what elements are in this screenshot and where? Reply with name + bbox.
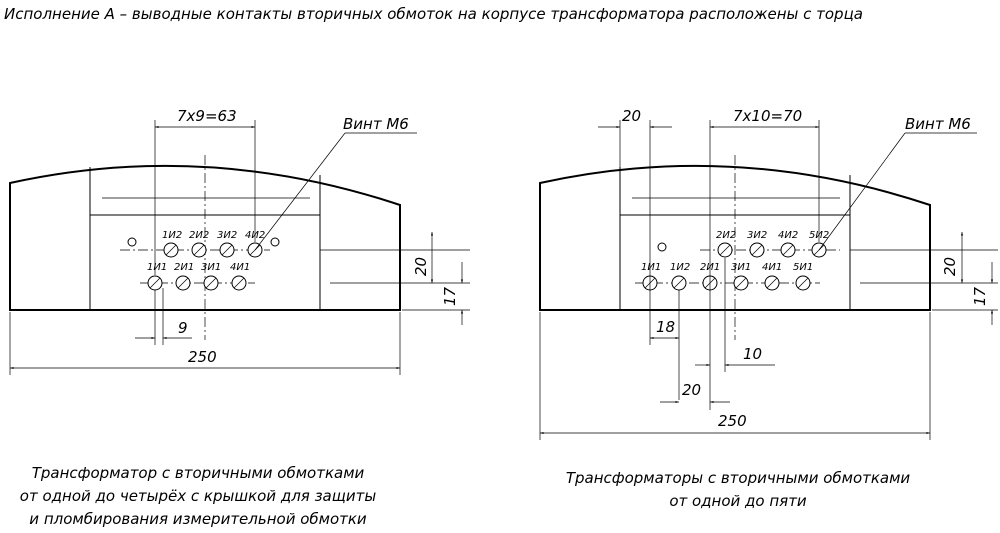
left-terminal-top-1: 1И2 — [162, 230, 182, 258]
right-terminal-bottom-4: 3И1 — [731, 262, 751, 291]
right-terminal-top-1: 2И2 — [716, 230, 736, 258]
svg-text:1И1: 1И1 — [147, 262, 167, 273]
left-view: 1И2 2И2 3И2 4И2 1И1 2И1 3И1 4И1 — [9, 107, 470, 375]
svg-text:4И2: 4И2 — [778, 230, 798, 241]
left-caption-line-1: Трансформатор с вторичными обмотками — [32, 464, 365, 482]
right-dim-18: 18 — [656, 318, 675, 336]
left-fixing-hole-icon — [270, 237, 280, 247]
svg-text:3И1: 3И1 — [201, 262, 221, 273]
svg-text:4И1: 4И1 — [230, 262, 250, 273]
svg-text:2И2: 2И2 — [716, 230, 736, 241]
left-fixing-hole-icon — [127, 237, 137, 247]
svg-text:2И1: 2И1 — [174, 262, 194, 273]
svg-text:3И2: 3И2 — [747, 230, 767, 241]
svg-text:1И1: 1И1 — [641, 262, 661, 273]
right-terminal-bottom-5: 4И1 — [762, 262, 782, 291]
right-dim-top-left: 20 — [622, 107, 641, 125]
right-terminal-bottom-2: 1И2 — [670, 262, 690, 291]
left-caption-line-2: от одной до четырёх с крышкой для защиты — [20, 487, 377, 505]
right-terminal-bottom-6: 5И1 — [793, 262, 813, 291]
right-dim-10: 10 — [743, 345, 762, 363]
right-dim-width: 250 — [718, 412, 747, 430]
left-dim-spacing: 9 — [178, 319, 188, 337]
right-terminal-bottom-1: 1И1 — [641, 262, 661, 291]
right-dim-pitch: 7x10=70 — [733, 107, 802, 125]
left-dim-row-height: 17 — [441, 286, 459, 306]
left-screw-label: Винт М6 — [343, 115, 409, 133]
svg-text:5И1: 5И1 — [793, 262, 813, 273]
left-terminal-top-3: 3И2 — [217, 230, 237, 258]
left-terminal-bottom-3: 3И1 — [201, 262, 221, 291]
svg-text:3И2: 3И2 — [217, 230, 237, 241]
right-housing-outline — [539, 164, 931, 311]
left-dim-pitch: 7x9=63 — [177, 107, 237, 125]
svg-text:3И1: 3И1 — [731, 262, 751, 273]
right-caption-line-2: от одной до пяти — [669, 492, 807, 510]
svg-text:1И2: 1И2 — [162, 230, 182, 241]
right-dim-row-gap: 20 — [941, 257, 959, 276]
right-terminal-top-2: 3И2 — [747, 230, 767, 258]
left-terminal-bottom-2: 2И1 — [174, 262, 194, 291]
left-terminal-bottom-4: 4И1 — [230, 262, 250, 291]
left-terminal-top-2: 2И2 — [189, 230, 209, 258]
right-dim-row-height: 17 — [971, 286, 989, 306]
right-view: 2И2 3И2 4И2 5И2 1И1 1И2 2И1 3И1 — [539, 107, 998, 440]
left-dim-row-gap: 20 — [412, 257, 430, 276]
left-terminal-bottom-1: 1И1 — [147, 262, 167, 291]
left-housing-outline — [9, 164, 401, 311]
svg-text:1И2: 1И2 — [670, 262, 690, 273]
right-fixing-hole-icon — [657, 242, 667, 252]
right-terminal-top-3: 4И2 — [778, 230, 798, 258]
right-screw-label: Винт М6 — [905, 115, 971, 133]
svg-text:4И1: 4И1 — [762, 262, 782, 273]
left-caption-line-3: и пломбирования измерительной обмотки — [29, 510, 367, 528]
right-caption-line-1: Трансформаторы с вторичными обмотками — [566, 469, 911, 487]
left-dim-width: 250 — [188, 348, 217, 366]
drawing-title: Исполнение А – выводные контакты вторичн… — [4, 5, 863, 23]
right-dim-20-bottom: 20 — [682, 381, 701, 399]
svg-text:2И2: 2И2 — [189, 230, 209, 241]
